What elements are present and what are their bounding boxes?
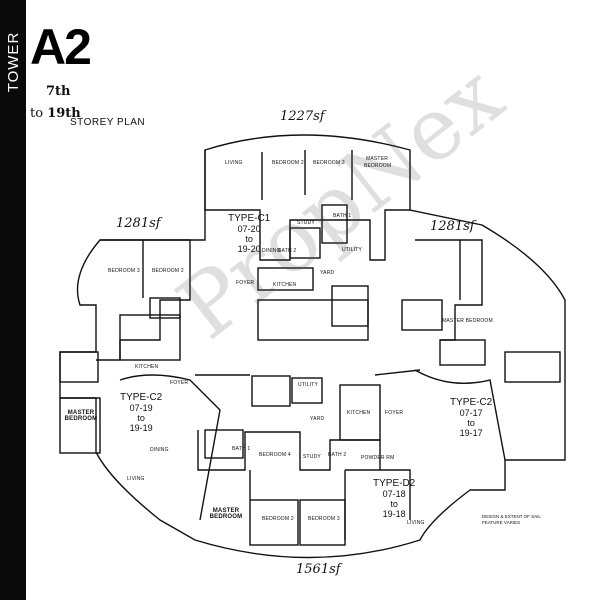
room-master-bedroom-c2r: MASTER BEDROOM <box>442 318 493 324</box>
area-right: 1281sf <box>430 219 475 234</box>
room-foyer-c1: FOYER <box>236 280 255 286</box>
c2-right-outline <box>415 239 483 341</box>
room-bedroom4-d2: BEDROOM 4 <box>259 452 291 458</box>
room-powder-d2: POWDER RM <box>361 455 395 461</box>
room-bedroom2-c1: BEDROOM 2 <box>272 160 304 166</box>
room-bath1-d2: BATH 1 <box>232 446 251 452</box>
room-bath2-c1: BATH 2 <box>278 248 297 254</box>
room-dining-c1: DINING <box>262 248 281 254</box>
room-yard-c1: YARD <box>320 270 335 276</box>
room-yard-d2: YARD <box>310 416 325 422</box>
room-living-c1: LIVING <box>225 160 243 166</box>
room-master-bedroom-c2l: MASTER BEDROOM <box>64 410 98 422</box>
floor-to-prefix: to <box>30 106 44 121</box>
floor-to: 19th <box>47 106 81 121</box>
room-foyer-c2l: FOYER <box>170 380 189 386</box>
room-master-c1: MASTER <box>366 156 389 162</box>
floor-from: 7th <box>46 84 71 99</box>
room-study-c1: STUDY <box>297 220 315 226</box>
room-bedroom3-c1: BEDROOM 3 <box>313 160 345 166</box>
room-utility-d2: UTILITY <box>298 382 319 388</box>
sidebar-band: TOWER <box>0 0 26 600</box>
tower-code: A2 <box>30 19 92 75</box>
room-bedroom3-d2: BEDROOM 3 <box>308 516 340 522</box>
plan-title: STOREY PLAN <box>70 117 146 128</box>
room-kitchen-c1: KITCHEN <box>273 282 297 288</box>
area-left: 1281sf <box>116 216 161 231</box>
room-bedroom2-c2l: BEDROOM 2 <box>152 268 184 274</box>
room-living-d2: LIVING <box>407 520 425 526</box>
room-bath1-c1: BATH 1 <box>333 213 352 219</box>
d2-outline <box>197 430 381 471</box>
room-kitchen-c2l: KITCHEN <box>135 364 159 370</box>
design-note: DESIGN & EXTENT OF SAIL FEATURE VARIES <box>482 514 541 525</box>
room-master-bedroom-d2: MASTER BEDROOM <box>209 508 243 520</box>
room-kitchen-d2: KITCHEN <box>347 410 371 416</box>
floor-range: to 19th <box>30 106 81 121</box>
room-dining-c2l: DINING <box>150 447 169 453</box>
area-top: 1227sf <box>280 109 325 124</box>
room-bath2-d2: BATH 2 <box>328 452 347 458</box>
room-master-bedroom-c1: BEDROOM <box>364 163 392 169</box>
room-study-d2: STUDY <box>303 454 321 460</box>
room-bedroom2-d2: BEDROOM 2 <box>262 516 294 522</box>
room-utility-c1: UTILITY <box>342 247 363 253</box>
room-bedroom3-c2l: BEDROOM 3 <box>108 268 140 274</box>
c1-outline <box>204 150 410 261</box>
room-living-c2l: LIVING <box>127 476 145 482</box>
area-bottom: 1561sf <box>296 562 341 577</box>
room-foyer-c2r: FOYER <box>385 410 404 416</box>
